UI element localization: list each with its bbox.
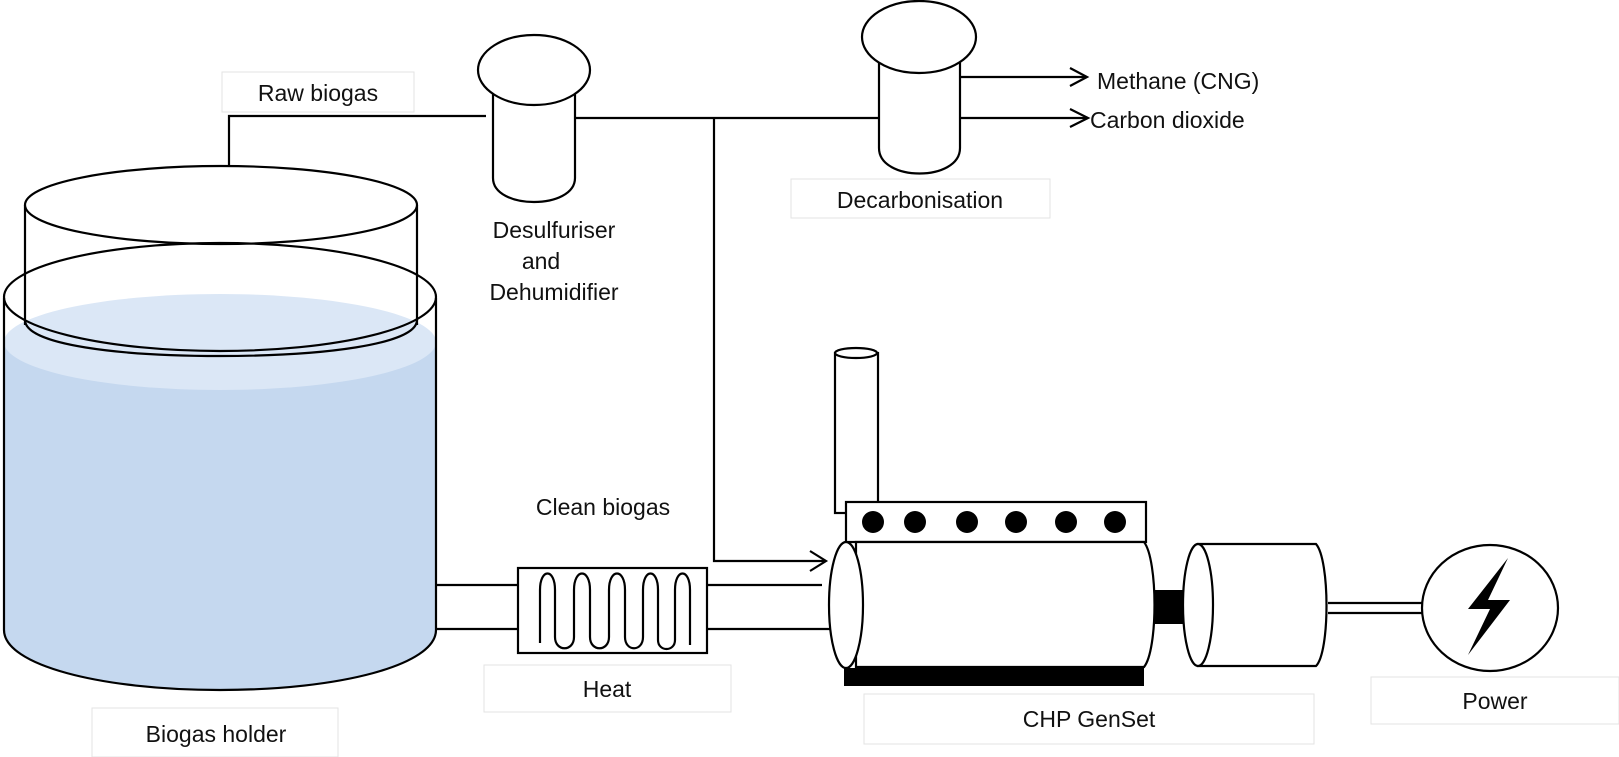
exhaust-stack-top [833, 346, 879, 360]
alternator-cap [1181, 542, 1215, 668]
methane-label: Methane (CNG) [1097, 68, 1259, 94]
cylinder-dot [1055, 511, 1077, 533]
carbon-dioxide-label: Carbon dioxide [1090, 107, 1245, 133]
chp-genset-label-box [863, 693, 1315, 745]
dome-bottom [23, 319, 419, 358]
co2-arrowhead [1069, 108, 1091, 128]
cylinder-dot [956, 511, 978, 533]
heat-label: Heat [583, 676, 632, 702]
desulfuriser-vessel [476, 33, 592, 203]
clean-biogas-pipe [712, 118, 824, 563]
decarbonisation-vessel [860, 0, 978, 175]
clean-biogas-label: Clean biogas [536, 494, 670, 520]
chp-genset [827, 346, 1328, 686]
engine-base-plate [844, 668, 1144, 686]
liquid-surface [4, 294, 436, 390]
biogas-holder-label-box [91, 707, 339, 757]
methane-arrowhead [1069, 67, 1090, 87]
heat-label-box [483, 664, 732, 713]
cylinder-dot [1104, 511, 1126, 533]
cylinder-head [844, 500, 1148, 544]
biogas-holder [2, 164, 438, 692]
lightning-bolt-icon [1468, 558, 1510, 655]
desulfuriser-label-line3: Dehumidifier [489, 279, 618, 305]
raw-biogas-pipe [227, 114, 486, 166]
engine-front-cap [827, 540, 865, 670]
raw-biogas-label: Raw biogas [258, 80, 378, 106]
cylinder-dot [1005, 511, 1027, 533]
engine-cylinders [862, 511, 1126, 533]
desulfuriser-label-line1: Desulfuriser [493, 217, 616, 243]
tank-liquid [4, 340, 436, 690]
cylinder-dot [862, 511, 884, 533]
decarbonisation-label-box [790, 178, 1051, 219]
dome-top [23, 164, 419, 246]
cylinder-dot [904, 511, 926, 533]
decarbonisation-label: Decarbonisation [837, 187, 1003, 213]
power-label: Power [1462, 688, 1528, 714]
heat-exchanger [516, 566, 709, 655]
biogas-holder-label: Biogas holder [146, 721, 287, 747]
alternator-body [1196, 542, 1328, 668]
clean-biogas-arrowhead [809, 550, 829, 572]
engine-body [854, 540, 1156, 669]
chp-genset-label: CHP GenSet [1023, 706, 1156, 732]
tank-rim [2, 241, 438, 353]
desulfuriser-label-line2: and [522, 248, 560, 274]
power-label-box [1370, 676, 1619, 725]
exhaust-stack [833, 351, 880, 515]
heat-exchanger-coil-icon [538, 572, 692, 651]
raw-biogas-label-box [221, 71, 415, 113]
tank-walls [2, 298, 438, 692]
